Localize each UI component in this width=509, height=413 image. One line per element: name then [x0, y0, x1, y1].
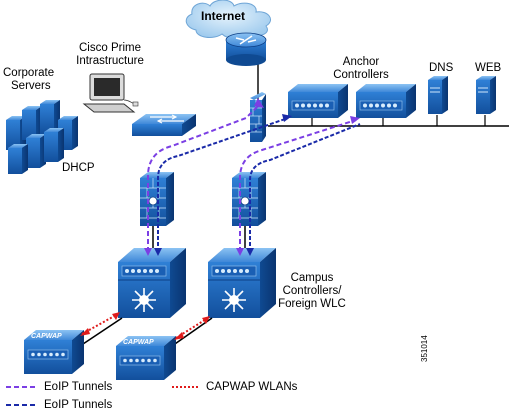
- eoip-tunnel-purple-1: [147, 103, 261, 252]
- corporate-servers-icon: [6, 100, 78, 174]
- legend: [6, 386, 200, 406]
- cisco-prime-line1: Cisco Prime: [79, 42, 141, 54]
- eoip-tunnel-purple-2: [239, 119, 357, 252]
- legend-label-navy: EoIP Tunnels: [44, 399, 113, 411]
- campus-controller-2-icon: [208, 248, 276, 318]
- eoip-tunnel-navy-2: [249, 123, 361, 252]
- campus-controllers-label: Campus Controllers/ Foreign WLC: [272, 272, 352, 311]
- capwap-ap-1-icon: CAPWAP: [24, 330, 84, 374]
- cisco-prime-line2: Intrastructure: [76, 55, 144, 67]
- campus1-to-ap1-link: [79, 317, 123, 347]
- firewall-icon: [250, 92, 266, 142]
- campus-firewall-2-icon: [232, 172, 266, 226]
- anchor-line1: Anchor: [342, 56, 380, 68]
- campus-line2: Controllers/: [282, 285, 342, 297]
- campus-line3: Foreign WLC: [278, 298, 346, 310]
- switch-icon: [132, 114, 196, 136]
- legend-label-purple: EoIP Tunnels: [44, 381, 113, 393]
- corporate-line2: Servers: [11, 80, 51, 92]
- anchor-controller-2-icon: [356, 84, 416, 118]
- workstation-icon: [82, 73, 139, 113]
- legend-label-red: CAPWAP WLANs: [206, 381, 298, 393]
- purple-arrow-2: [254, 98, 264, 108]
- corporate-servers-label: Corporate Servers: [3, 67, 54, 93]
- dns-label: DNS: [429, 62, 454, 74]
- anchor-controller-1-icon: [288, 84, 348, 118]
- capwap-badge-1: CAPWAP: [31, 333, 62, 340]
- anchor-controllers-label: Anchor Controllers: [326, 56, 396, 82]
- purple-arrow-4: [350, 116, 360, 124]
- capwap-ap-2-icon: CAPWAP: [116, 336, 176, 380]
- navy-arrow-1: [154, 248, 162, 256]
- dhcp-label: DHCP: [62, 162, 95, 174]
- internet-label: Internet: [201, 9, 246, 23]
- corporate-line1: Corporate: [3, 67, 55, 79]
- capwap-wlan-link-1: [80, 312, 120, 336]
- navy-arrow-2: [282, 114, 292, 122]
- purple-arrow-3: [236, 248, 244, 256]
- campus-controller-1-icon: [118, 248, 186, 318]
- purple-arrow-1: [144, 248, 152, 256]
- campus-line1: Campus: [290, 272, 334, 284]
- capwap-badge-2: CAPWAP: [123, 339, 154, 346]
- web-server-icon: [476, 76, 496, 114]
- router-icon: [225, 32, 267, 66]
- figure-number: 351014: [420, 335, 429, 362]
- anchor-line2: Controllers: [333, 69, 389, 81]
- capwap-wlan-link-2: [174, 316, 210, 340]
- cisco-prime-label: Cisco Prime Intrastructure: [70, 42, 150, 68]
- eoip-tunnel-navy-1: [157, 117, 289, 252]
- dns-server-icon: [428, 76, 448, 114]
- web-label: WEB: [475, 62, 502, 74]
- navy-arrow-3: [246, 248, 254, 256]
- campus-firewall-1-icon: [140, 172, 174, 226]
